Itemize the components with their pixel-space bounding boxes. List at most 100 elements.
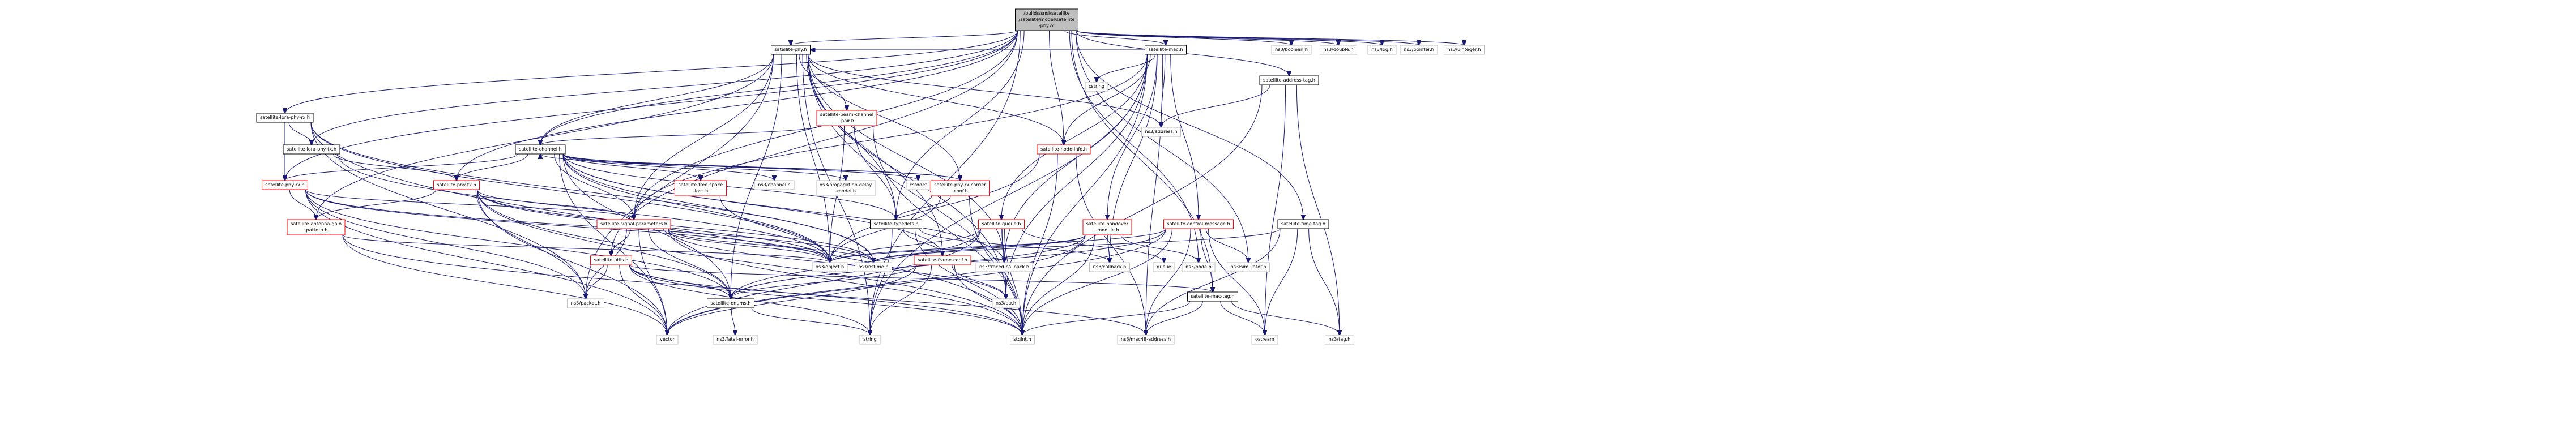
node-utils[interactable]: satellite-utils.h [590, 255, 632, 265]
node-typedefs[interactable]: satellite-typedefs.h [870, 219, 922, 229]
node-fatal-error: ns3/fatal-error.h [713, 334, 758, 345]
node-log: ns3/log.h [1367, 45, 1397, 55]
node-time-tag[interactable]: satellite-time-tag.h [1277, 219, 1329, 229]
node-box [1117, 334, 1175, 345]
node-lora-tx[interactable]: satellite-lora-phy-tx.h [283, 144, 340, 155]
edge-signal-params-to-stdint [668, 228, 1022, 335]
edge-phy-h-to-address [808, 54, 1162, 127]
node-box [914, 255, 971, 265]
node-root[interactable]: /builds/snsi/satellite/satellite/model/s… [1015, 8, 1078, 31]
node-label: satellite-beam-channel [820, 112, 873, 117]
node-label: ns3/double.h [1323, 46, 1353, 52]
node-signal-params[interactable]: satellite-signal-parameters.h [596, 219, 671, 229]
edge-channel-to-typedefs [562, 153, 896, 220]
edge-frame-conf-to-string [870, 264, 932, 335]
node-handover[interactable]: satellite-handover-module.h [1082, 219, 1132, 235]
edge-ctrl-msg-to-simulator [1205, 228, 1248, 263]
edge-root-to-mac-tag [1071, 30, 1213, 292]
edge-utils-to-packet [586, 264, 608, 299]
node-frame-conf[interactable]: satellite-frame-conf.h [914, 255, 971, 265]
edge-frame-conf-to-enums [731, 264, 917, 299]
node-lora-rx[interactable]: satellite-lora-phy-rx.h [256, 113, 314, 123]
edge-time-tag-to-nstime [873, 228, 1281, 263]
node-ostream: ostream [1251, 334, 1278, 345]
node-label: ns3/boolean.h [1275, 46, 1308, 52]
edge-handover-to-object [830, 234, 1086, 263]
node-box [262, 180, 308, 190]
edge-mac-tag-to-tag [1231, 301, 1340, 335]
edge-mac-h-to-ptr [1006, 54, 1148, 299]
node-box [816, 110, 877, 126]
node-label: satellite-typedefs.h [873, 221, 918, 226]
node-phy-rx[interactable]: satellite-phy-rx.h [262, 180, 308, 190]
node-box [675, 180, 727, 196]
node-box [1259, 75, 1319, 85]
node-box [1145, 45, 1187, 55]
edge-ctrl-msg-to-vector [667, 228, 1166, 335]
edge-lora-rx-to-packet [310, 122, 586, 299]
node-box [1182, 262, 1216, 272]
node-antenna[interactable]: satellite-antenna-gain-pattern.h [287, 219, 346, 235]
edge-mac-h-to-mac48 [1146, 54, 1163, 335]
node-box [1010, 334, 1035, 345]
node-box [1277, 219, 1329, 229]
edge-handover-to-callback [1108, 234, 1110, 263]
edge-channel-to-ns3-channel [562, 153, 774, 181]
node-free-space[interactable]: satellite-free-space-loss.h [675, 180, 727, 196]
edge-lora-rx-to-object [310, 122, 830, 263]
node-label: satellite-phy-rx-carrier [934, 182, 986, 187]
node-traced-cb: ns3/traced-callback.h [975, 262, 1033, 272]
node-box [812, 262, 848, 272]
node-ctrl-msg[interactable]: satellite-control-message.h [1163, 219, 1234, 229]
node-phy-tx[interactable]: satellite-phy-tx.h [433, 180, 480, 190]
node-mac-tag[interactable]: satellite-mac-tag.h [1187, 291, 1238, 302]
edge-channel-to-object [562, 153, 830, 263]
node-box [859, 334, 881, 345]
node-box [931, 180, 990, 196]
node-box [1367, 45, 1397, 55]
node-beam-pair[interactable]: satellite-beam-channel-pair.h [816, 110, 877, 126]
node-label: ns3/node.h [1185, 264, 1212, 269]
edge-mac-h-to-address [1161, 54, 1166, 127]
edge-queue-h-to-queue [1022, 228, 1165, 263]
edge-mac-h-to-node-info [1064, 54, 1151, 145]
node-mac-h[interactable]: satellite-mac.h [1145, 45, 1187, 55]
node-label: satellite-phy-rx.h [265, 182, 304, 187]
edge-root-to-phy-h [791, 30, 1018, 45]
node-label: -phy.cc [1039, 23, 1055, 28]
edge-mac-h-to-cstring [1097, 54, 1156, 82]
edge-channel-to-vector [559, 153, 667, 335]
node-box [596, 219, 671, 229]
node-channel[interactable]: satellite-channel.h [515, 144, 566, 155]
edge-antenna-to-stdint [342, 234, 1022, 335]
node-box [1400, 45, 1438, 55]
edge-address-tag-to-tag [1296, 84, 1340, 335]
edge-carrier-conf-to-typedefs [896, 195, 951, 220]
edge-phy-rx-to-vector [305, 189, 668, 335]
edge-channel-to-phy-rx [285, 153, 518, 181]
node-queue-h[interactable]: satellite-queue.h [978, 219, 1025, 229]
edge-signal-params-to-object [663, 228, 830, 263]
node-box [1089, 262, 1130, 272]
node-phy-h[interactable]: satellite-phy.h [771, 45, 811, 55]
node-node-info[interactable]: satellite-node-info.h [1037, 144, 1091, 155]
node-label: -loss.h [693, 188, 709, 194]
node-box [433, 180, 480, 190]
edge-ctrl-msg-to-mac-tag [1200, 228, 1213, 292]
edge-phy-rx-to-enums [305, 189, 731, 299]
node-enums[interactable]: satellite-enums.h [707, 298, 754, 308]
node-box [283, 144, 340, 155]
node-label: ns3/packet.h [571, 300, 601, 306]
edge-channel-to-frame-conf [562, 153, 942, 256]
node-nstime: ns3/nstime.h [855, 262, 892, 272]
edge-phy-tx-to-antenna [316, 189, 436, 220]
node-box [713, 334, 758, 345]
node-propagation: ns3/propagation-delay-model.h [816, 180, 876, 196]
edge-typedefs-to-stdint [914, 228, 1022, 335]
node-address-tag[interactable]: satellite-address-tag.h [1259, 75, 1319, 85]
node-label: ns3/callback.h [1093, 264, 1127, 269]
node-carrier-conf[interactable]: satellite-phy-rx-carrier-conf.h [931, 180, 990, 196]
node-label: ns3/address.h [1145, 128, 1177, 134]
edge-phy-h-to-stdint [808, 54, 1023, 335]
node-box [287, 219, 346, 235]
